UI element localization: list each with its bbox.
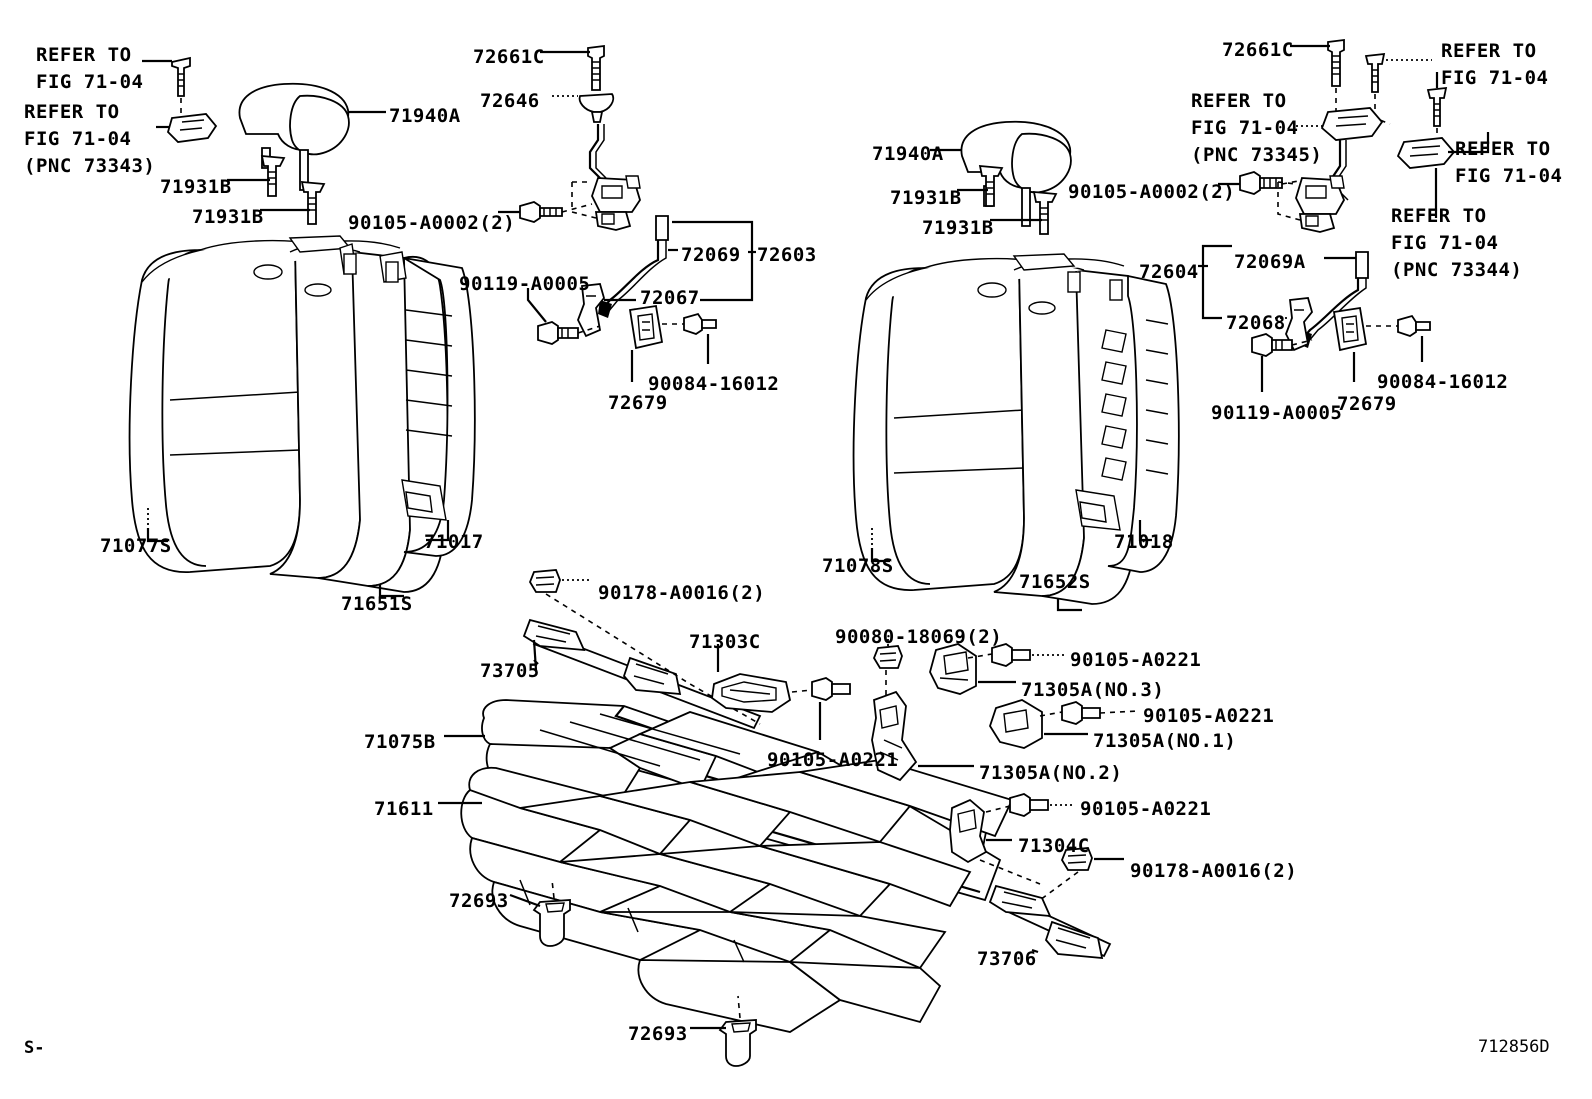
label-71931B-a: 71931B bbox=[160, 176, 232, 198]
label-72646: 72646 bbox=[480, 90, 540, 112]
label-71305A-no2: 71305A(NO.2) bbox=[979, 762, 1123, 784]
left-seatback-assembly bbox=[128, 235, 476, 598]
label-90084-16012-right: 90084-16012 bbox=[1377, 371, 1509, 393]
label-72693-left: 72693 bbox=[449, 890, 509, 912]
label-72068: 72068 bbox=[1226, 312, 1286, 334]
label-90080-18069: 90080-18069(2) bbox=[835, 626, 1003, 648]
label-refer-fig-71-04-c: REFER TO FIG 71-04 bbox=[1455, 138, 1563, 187]
label-72604: 72604 bbox=[1139, 261, 1199, 283]
right-latch-assembly bbox=[1198, 140, 1431, 392]
label-71077S: 71077S bbox=[100, 535, 172, 557]
label-refer-fig-71-04-pnc73344: REFER TO FIG 71-04 (PNC 73344) bbox=[1391, 205, 1523, 281]
label-72679-right: 72679 bbox=[1337, 393, 1397, 415]
label-72661C-left: 72661C bbox=[473, 46, 545, 68]
label-90105-A0221-b: 90105-A0221 bbox=[1143, 705, 1275, 727]
label-71652S: 71652S bbox=[1019, 571, 1091, 593]
label-71018: 71018 bbox=[1114, 531, 1174, 553]
label-refer-fig-71-04-b: REFER TO FIG 71-04 bbox=[1441, 40, 1549, 89]
label-72693-bottom: 72693 bbox=[628, 1023, 688, 1045]
label-90105-A0221-d: 90105-A0221 bbox=[1080, 798, 1212, 820]
label-71940A-right: 71940A bbox=[872, 143, 944, 165]
label-90119-A0005-left: 90119-A0005 bbox=[459, 273, 591, 295]
left-headrest bbox=[238, 82, 386, 191]
label-73705: 73705 bbox=[480, 660, 540, 682]
label-71305A-no1: 71305A(NO.1) bbox=[1093, 730, 1237, 752]
label-71611: 71611 bbox=[374, 798, 434, 820]
label-71651S: 71651S bbox=[341, 593, 413, 615]
label-72661C-right: 72661C bbox=[1222, 39, 1294, 61]
corner-mark: S- bbox=[24, 1038, 45, 1058]
label-71017: 71017 bbox=[424, 531, 484, 553]
label-71303C: 71303C bbox=[689, 631, 761, 653]
right-top-fasteners bbox=[957, 38, 1490, 235]
seat-track-73706 bbox=[988, 847, 1124, 960]
label-refer-fig-71-04-pnc73345: REFER TO FIG 71-04 (PNC 73345) bbox=[1191, 90, 1323, 166]
label-72679-left: 72679 bbox=[608, 392, 668, 414]
label-90105-A0221-a: 90105-A0221 bbox=[1070, 649, 1202, 671]
seat-track-73705 bbox=[522, 569, 762, 730]
seat-cushion-assembly bbox=[438, 699, 1041, 1033]
label-71075B: 71075B bbox=[364, 731, 436, 753]
label-73706: 73706 bbox=[977, 948, 1037, 970]
label-71931B-d: 71931B bbox=[922, 217, 994, 239]
label-71305A-no3: 71305A(NO.3) bbox=[1021, 679, 1165, 701]
label-90105-A0221-c: 90105-A0221 bbox=[767, 749, 899, 771]
label-72067: 72067 bbox=[640, 287, 700, 309]
left-top-fasteners bbox=[142, 56, 326, 225]
label-71931B-b: 71931B bbox=[192, 206, 264, 228]
diagram-number: 712856D bbox=[1478, 1037, 1550, 1057]
label-refer-fig-71-04-a: REFER TO FIG 71-04 bbox=[36, 44, 144, 93]
label-refer-fig-71-04-pnc73343: REFER TO FIG 71-04 (PNC 73343) bbox=[24, 101, 156, 177]
label-71304C: 71304C bbox=[1018, 835, 1090, 857]
label-72603: 72603 bbox=[757, 244, 817, 266]
left-latch-assembly bbox=[498, 44, 756, 382]
label-71940A-left: 71940A bbox=[389, 105, 461, 127]
label-71078S: 71078S bbox=[822, 555, 894, 577]
mounting-brackets bbox=[711, 636, 1139, 864]
right-seatback-assembly bbox=[852, 253, 1180, 612]
label-72069A: 72069A bbox=[1234, 251, 1306, 273]
label-90119-A0005-right: 90119-A0005 bbox=[1211, 402, 1343, 424]
label-90178-A0016-bottom: 90178-A0016(2) bbox=[1130, 860, 1298, 882]
label-72069: 72069 bbox=[681, 244, 741, 266]
cushion-clips bbox=[509, 879, 757, 1067]
label-90105-A0002-left: 90105-A0002(2) bbox=[348, 212, 516, 234]
label-71931B-c: 71931B bbox=[890, 187, 962, 209]
label-90178-A0016-top: 90178-A0016(2) bbox=[598, 582, 766, 604]
label-90105-A0002-right: 90105-A0002(2) bbox=[1068, 181, 1236, 203]
label-90084-16012-left: 90084-16012 bbox=[648, 373, 780, 395]
